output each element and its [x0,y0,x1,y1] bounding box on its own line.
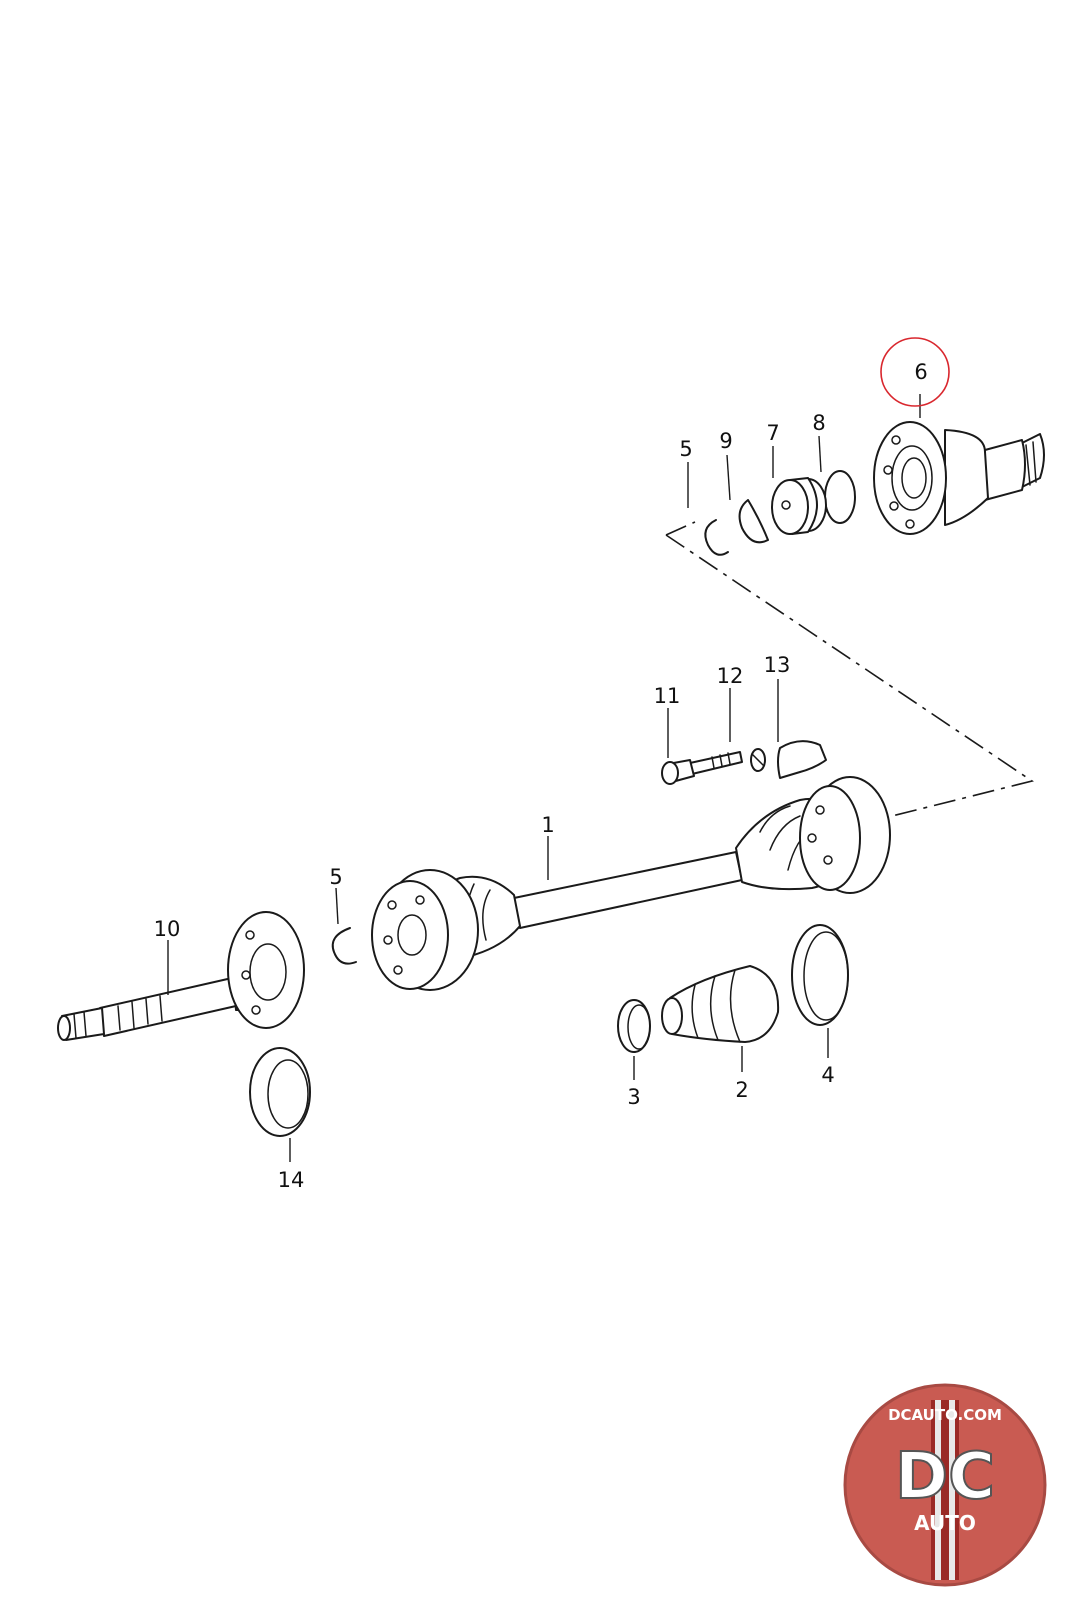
callout-1: 1 [541,813,554,837]
callout-13: 13 [764,653,791,677]
callout-8: 8 [812,411,825,435]
dcauto-logo: DCAUTO.COM DC AUTO [843,1383,1047,1587]
logo-sub-text: AUTO [914,1511,976,1535]
part-8-o-ring [824,470,856,524]
logo-site-text: DCAUTO.COM [888,1406,1002,1424]
part-7-cap [771,477,827,535]
callout-10: 10 [154,917,181,941]
callout-7: 7 [766,421,779,445]
part-4-clamp [791,924,849,1026]
callout-5-upper: 5 [679,437,692,461]
highlight-circle [880,337,950,407]
part-5-circlip-upper [704,519,729,556]
callout-4: 4 [821,1063,834,1087]
part-14-seal [249,1047,311,1137]
callout-14: 14 [278,1168,305,1192]
part-12-lock-washer [750,748,766,772]
part-13-plate [777,740,827,779]
callout-11: 11 [654,684,681,708]
callout-9: 9 [719,429,732,453]
part-9-washer [738,499,769,544]
part-2-boot [661,965,780,1043]
part-3-clamp [617,999,651,1053]
callout-12: 12 [717,664,744,688]
part-6-flange-shaft [873,421,1045,535]
part-11-bolt [661,751,743,785]
part-5-circlip-lower [331,927,357,965]
callout-3: 3 [627,1085,640,1109]
callout-6: 6 [914,360,927,384]
callout-2: 2 [735,1078,748,1102]
part-10-stub-axle [57,911,305,1041]
logo-mark-text: DC [895,1440,995,1514]
callout-5-lower: 5 [329,865,342,889]
assembly-dashdot-line [665,521,1034,819]
leader-lines [167,394,921,1162]
part-1-driveshaft [371,776,891,991]
